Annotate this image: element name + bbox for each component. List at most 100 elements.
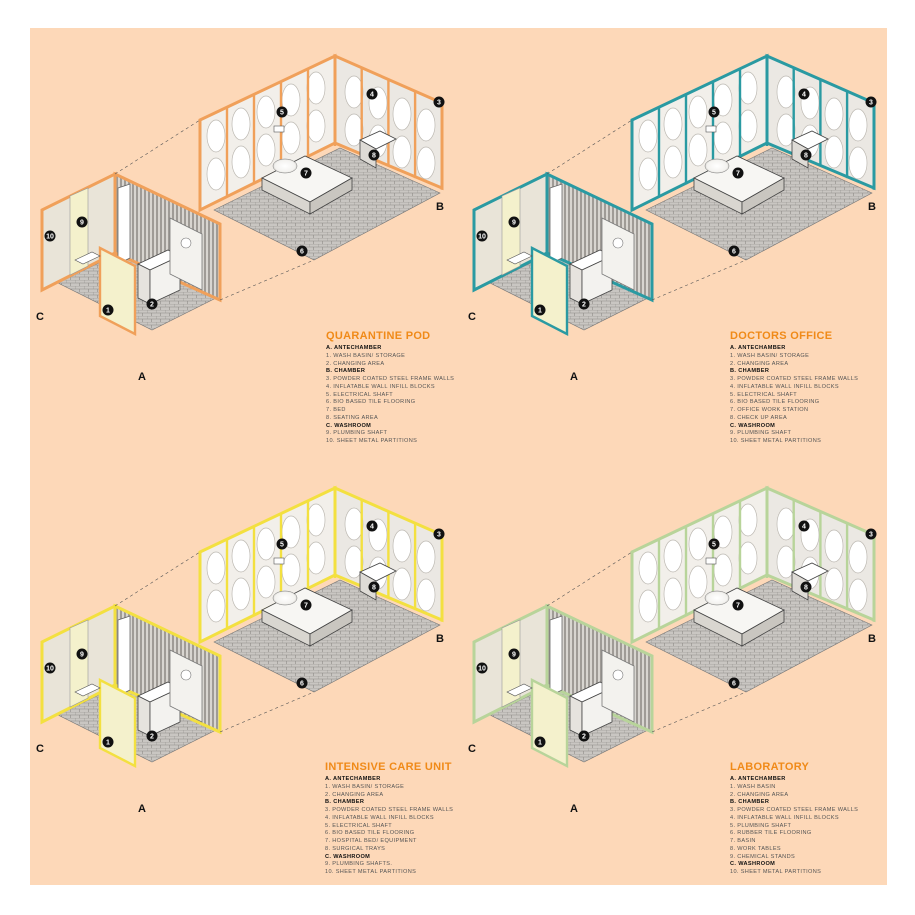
legend-item: 10. SHEET METAL PARTITIONS	[730, 438, 822, 444]
electrical-box	[273, 557, 285, 565]
legend-title: QUARANTINE POD	[326, 330, 431, 342]
callout-number: 4	[370, 92, 374, 99]
pillow	[704, 158, 730, 174]
legend-item: 3. POWDER COATED STEEL FRAME WALLS	[730, 376, 859, 382]
legend-title: LABORATORY	[730, 761, 810, 773]
inflatable-block	[256, 527, 276, 561]
inflatable-block	[663, 107, 683, 141]
callout-number: 6	[732, 681, 736, 688]
inflatable-block	[344, 507, 364, 541]
callout-circle	[366, 88, 378, 100]
side-furniture-leg	[359, 139, 377, 169]
legend-item: 8. SEATING AREA	[326, 414, 379, 421]
inflatable-block	[416, 578, 436, 612]
legend-section-heading: A. ANTECHAMBER	[325, 776, 381, 782]
legend-section-heading: B. CHAMBER	[730, 368, 770, 375]
callout-circle	[800, 581, 812, 593]
electrical-box	[705, 557, 717, 565]
inflatable-block	[738, 71, 758, 105]
inflatable-block	[206, 589, 226, 623]
legend-item: 6. BIO BASED TILE FLOORING	[325, 830, 415, 837]
callout-circle	[578, 730, 590, 742]
antechamber	[40, 603, 222, 768]
callout-circle	[732, 167, 744, 179]
electrical-box	[705, 125, 717, 133]
callout-circle	[296, 677, 308, 689]
callout-circle	[708, 538, 720, 550]
callout-circle	[865, 528, 877, 540]
side-furniture-leg	[359, 571, 377, 601]
callout-circle	[476, 662, 488, 674]
callout-badge: 9	[76, 216, 88, 228]
washroom-sink	[74, 683, 101, 697]
callout-badge: 2	[578, 298, 590, 310]
callout-number: 8	[372, 585, 376, 592]
callout-number: 6	[732, 249, 736, 256]
inflatable-block	[206, 551, 226, 585]
inflatable-block	[738, 541, 758, 575]
dashed-guide	[114, 119, 201, 175]
legend-item: 5. PLUMBING SHAFT	[730, 822, 792, 829]
inflatable-block	[638, 589, 658, 623]
legend-item: 6. BIO BASED TILE FLOORING	[326, 399, 416, 406]
callout-number: 3	[869, 532, 873, 539]
callout-circle	[800, 149, 812, 161]
washroom-sink	[506, 251, 533, 265]
legend-item: 7. HOSPITAL BED/ EQUIPMENT	[325, 838, 417, 844]
callout-number: 4	[802, 92, 806, 99]
legend-item: 9. PLUMBING SHAFT	[326, 430, 388, 437]
callout-badge: 10	[44, 662, 56, 674]
electrical-box	[273, 125, 285, 133]
inflatable-block	[824, 135, 844, 169]
inflatable-block	[688, 527, 708, 561]
legend-section-heading: B. CHAMBER	[326, 368, 366, 375]
inflatable-block	[256, 133, 276, 167]
callout-badge: 6	[296, 245, 308, 257]
callout-number: 2	[150, 734, 154, 741]
callout-circle	[102, 304, 114, 316]
inflatable-block	[344, 545, 364, 579]
callout-badge: 8	[800, 581, 812, 593]
zone-letter: B	[868, 201, 876, 213]
inflatable-block	[713, 121, 733, 155]
callout-badge: 7	[300, 599, 312, 611]
callout-number: 8	[804, 153, 808, 160]
legend-item: 9. CHEMICAL STANDS	[730, 853, 796, 860]
callout-number: 3	[437, 532, 441, 539]
side-furniture-leg	[791, 571, 809, 601]
antechamber	[472, 171, 654, 336]
callout-badge: 9	[508, 216, 520, 228]
furniture-front	[741, 177, 785, 215]
inflatable-block	[281, 553, 301, 587]
callout-circle	[433, 96, 445, 108]
zone-letter: A	[138, 803, 146, 815]
changing-area-door	[169, 649, 203, 723]
inflatable-block	[848, 578, 868, 612]
legend-item: 10. SHEET METAL PARTITIONS	[326, 438, 418, 444]
callout-badge: 6	[728, 677, 740, 689]
legend-item: 8. CHECK UP AREA	[730, 414, 788, 421]
callout-number: 2	[582, 734, 586, 741]
callout-circle	[708, 106, 720, 118]
chamber	[630, 53, 876, 261]
callout-circle	[296, 245, 308, 257]
callout-badge: 3	[865, 528, 877, 540]
callout-badge: 6	[296, 677, 308, 689]
inflatable-block	[206, 157, 226, 191]
callout-circle	[368, 581, 380, 593]
callout-circle	[732, 599, 744, 611]
inflatable-block	[256, 565, 276, 599]
plumbing-shaft	[69, 619, 89, 708]
callout-badge: 1	[102, 736, 114, 748]
changing-area-door	[601, 217, 635, 291]
inflatable-block	[231, 107, 251, 141]
antechamber	[40, 171, 222, 336]
callout-badge: 9	[76, 648, 88, 660]
callout-circle	[102, 736, 114, 748]
callout-number: 1	[106, 740, 110, 747]
chamber	[198, 485, 444, 693]
